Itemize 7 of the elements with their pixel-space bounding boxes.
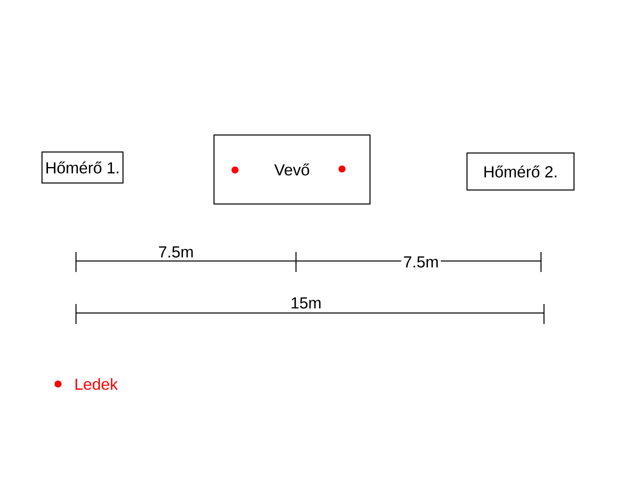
dimension-label: 7.5m xyxy=(156,244,196,260)
dimension-label: 7.5m xyxy=(401,254,441,270)
receiver-box: Vevő xyxy=(214,134,370,204)
dimension-label: 15m xyxy=(288,295,324,311)
legend-text: Ledek xyxy=(76,378,118,390)
text-box: Hőmérő 2. xyxy=(466,152,574,190)
text-box: Hőmérő 1. xyxy=(42,152,124,184)
